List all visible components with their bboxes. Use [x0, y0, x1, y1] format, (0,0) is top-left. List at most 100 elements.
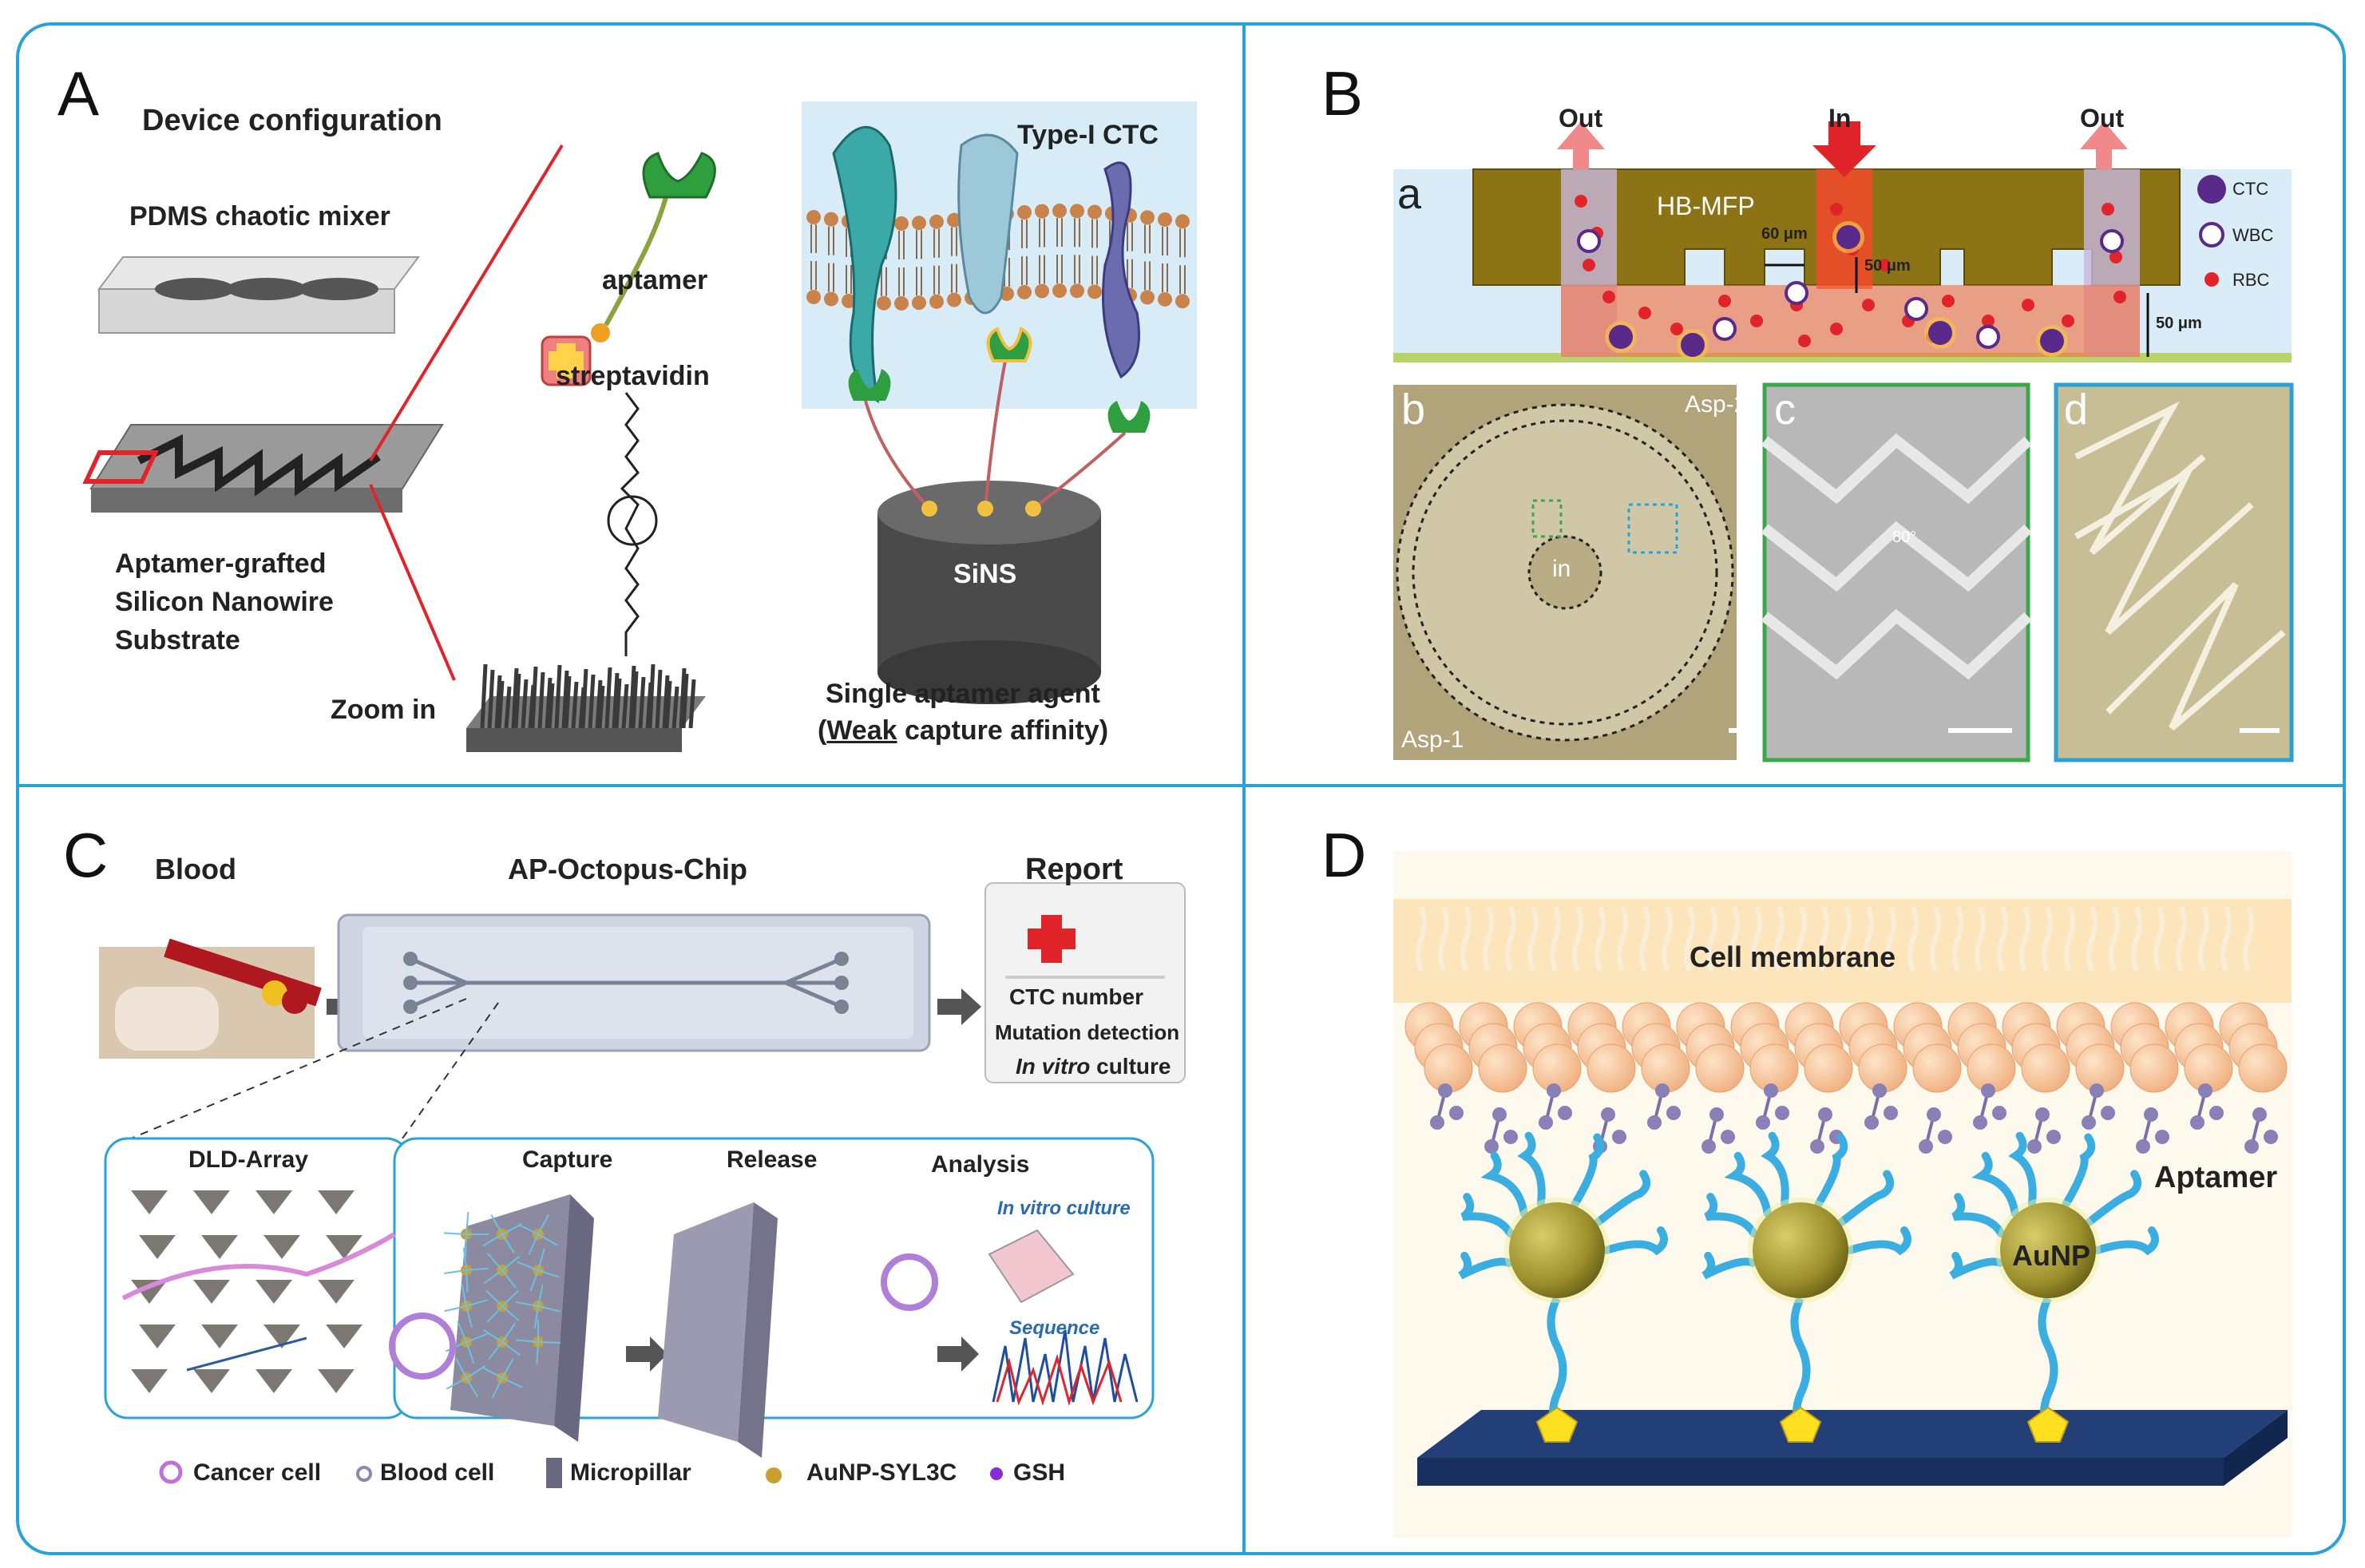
- in-label: In: [1828, 104, 1852, 133]
- legend-blood-cell-icon: [356, 1466, 372, 1482]
- report-card: [984, 882, 1186, 1083]
- legend-rbc-label: RBC: [2232, 270, 2270, 290]
- in-vitro-culture-label: In vitro culture: [1016, 1054, 1171, 1079]
- legend-micropillar-label: Micropillar: [570, 1459, 691, 1486]
- aunp-label: AuNP: [2012, 1239, 2090, 1272]
- out-left-label: Out: [1559, 104, 1603, 133]
- sins-cylinder: [877, 481, 1101, 704]
- aptamer-icon-1: [848, 369, 891, 401]
- panel-a-letter: A: [57, 58, 100, 129]
- asp1-label: Asp-1: [1401, 727, 1464, 753]
- substrate-label-line1: Aptamer-grafted: [115, 548, 327, 579]
- weak-text: Weak: [826, 715, 897, 746]
- ctc-cell-purple: [1102, 161, 1140, 379]
- cell-membrane-lipids: [1404, 905, 2288, 1093]
- dim-50a-label: 50 μm: [1864, 257, 1911, 275]
- legend-gsh-icon: [990, 1467, 1003, 1480]
- out-arrow-left: [1557, 121, 1605, 169]
- release-label: Release: [727, 1146, 818, 1173]
- aptamer-head-icon: [642, 152, 716, 199]
- vertical-divider: [1242, 22, 1246, 1555]
- panel-c-letter: C: [63, 820, 109, 890]
- horizontal-divider: [16, 784, 2346, 787]
- panel-d-letter: D: [1321, 820, 1367, 890]
- legend-ctc-label: CTC: [2232, 179, 2269, 199]
- legend-blood-cell-label: Blood cell: [380, 1459, 495, 1486]
- figure-frame: [16, 22, 2346, 1555]
- sequence-label: Sequence: [1009, 1317, 1100, 1339]
- capture-affinity-text: capture affinity): [897, 715, 1109, 746]
- out-arrow-right: [2080, 121, 2128, 169]
- panel-b-illustration: [1393, 121, 2294, 762]
- hbmfp-label: HB-MFP: [1657, 192, 1755, 220]
- legend-ctc-icon: [2197, 175, 2226, 204]
- legend-gsh-label: GSH: [1013, 1459, 1066, 1486]
- blood-photo: [99, 938, 322, 1059]
- ctc-cell-teal: [832, 125, 897, 404]
- angle-label: 80°: [1892, 529, 1917, 546]
- legend-aunp-syl3c-icon: [766, 1467, 782, 1483]
- device-configuration-title: Device configuration: [142, 104, 442, 137]
- legend-cancer-cell-icon: [159, 1460, 183, 1484]
- pdms-label: PDMS chaotic mixer: [129, 201, 390, 232]
- dld-triangles: [131, 1190, 362, 1393]
- release-micropillar: [658, 1202, 778, 1458]
- blood-label: Blood: [155, 853, 236, 885]
- legend-rbc-icon: [2205, 272, 2219, 287]
- in-arrow: [1812, 121, 1876, 177]
- sub-d-label: d: [2064, 386, 2089, 434]
- in-vitro-italic: In vitro: [1016, 1054, 1091, 1079]
- gold-substrate: [1417, 1410, 2288, 1458]
- chip-label: AP-Octopus-Chip: [508, 853, 747, 885]
- ctc-cell-blue: [957, 133, 1019, 315]
- panel-b-letter: B: [1321, 58, 1364, 129]
- sins-label: SiNS: [953, 559, 1017, 589]
- aptamer-icon-2: [986, 327, 1032, 362]
- substrate-label-line3: Substrate: [115, 625, 240, 655]
- analysis-label: Analysis: [931, 1151, 1030, 1178]
- mutation-detection-label: Mutation detection: [995, 1020, 1180, 1044]
- photo-b: [1393, 385, 1738, 760]
- panel-c: C: [19, 787, 1241, 1552]
- asp2-label: Asp-2: [1685, 391, 1748, 418]
- in-small-label: in: [1552, 556, 1571, 582]
- pdms-mixer: [97, 256, 420, 334]
- open-paren: (: [818, 715, 827, 746]
- photo-c: [1761, 382, 2032, 762]
- invitro-culture-label: In vitro culture: [997, 1198, 1131, 1219]
- dld-array-label: DLD-Array: [188, 1146, 309, 1173]
- capture-micropillar: [450, 1194, 594, 1442]
- panel-d-illustration: [1393, 851, 2292, 1538]
- photo-d: [2054, 382, 2294, 762]
- legend-wbc-label: WBC: [2232, 225, 2274, 245]
- legend-cancer-cell-label: Cancer cell: [193, 1459, 322, 1486]
- aunp-aptamer-groups: [1458, 1131, 2159, 1443]
- cell-membrane-label: Cell membrane: [1690, 940, 1896, 973]
- panel-d: D Cell membrane Aptamer AuNP: [1246, 787, 2343, 1552]
- legend-micropillar-icon: [546, 1458, 562, 1488]
- culture-text: culture: [1090, 1054, 1171, 1079]
- weak-capture-label: (Weak capture affinity): [818, 715, 1108, 746]
- flow-cells: [1575, 195, 2126, 361]
- panel-c-illustration: [99, 882, 1186, 1488]
- out-right-label: Out: [2080, 104, 2125, 133]
- membrane-glycans: [1430, 1083, 2278, 1154]
- aptamer-label: aptamer: [602, 265, 708, 295]
- sub-a-label: a: [1397, 170, 1422, 218]
- report-label: Report: [1025, 853, 1123, 886]
- zoom-in-label: Zoom in: [331, 695, 437, 725]
- panel-a: A Device configuration PDMS chaotic mixe…: [19, 26, 1241, 782]
- dim-50b-label: 50 μm: [2156, 315, 2202, 332]
- streptavidin-icon: [541, 335, 592, 386]
- ctc-number-label: CTC number: [1009, 984, 1143, 1009]
- panel-b: B: [1246, 26, 2343, 782]
- culture-flask-icon: [988, 1229, 1075, 1304]
- legend-wbc-icon: [2199, 222, 2224, 247]
- aptamer-icon-3: [1107, 401, 1151, 433]
- capture-label: Capture: [522, 1146, 613, 1173]
- type-ctc-label: Type-I CTC: [1017, 120, 1159, 150]
- silicon-substrate-chip: [82, 424, 444, 513]
- nanowire-array: [480, 663, 696, 729]
- aptamer-label-d: Aptamer: [2154, 1161, 2278, 1194]
- sub-b-label: b: [1401, 386, 1426, 434]
